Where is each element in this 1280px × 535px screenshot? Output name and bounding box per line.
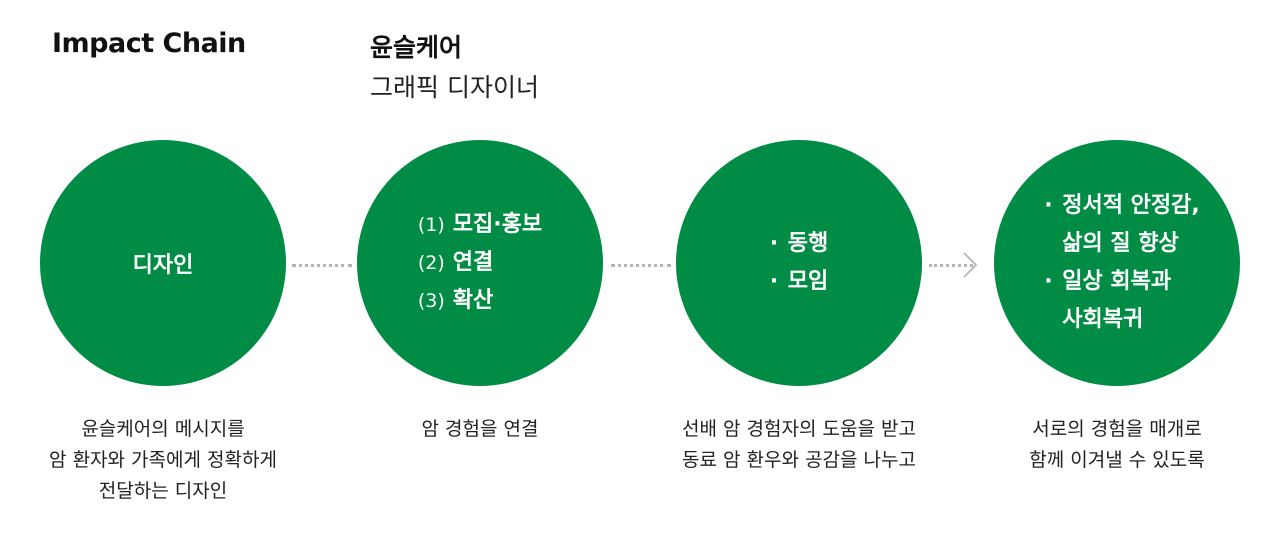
- stage-circle-activities: · 동행 · 모임: [676, 140, 922, 386]
- activity-item: · 모임: [770, 263, 828, 301]
- dotted-connector: [292, 264, 352, 267]
- stage-circle-steps: (1) 모집·홍보 (2) 연결 (3) 확산: [357, 140, 603, 386]
- outcome-text: 일상 회복과: [1062, 269, 1172, 294]
- description-line: 동료 암 환우와 공감을 나누고: [682, 449, 916, 471]
- step-text: 모집·홍보: [452, 212, 543, 237]
- description-line: 암 환자와 가족에게 정확하게: [49, 449, 277, 471]
- outcome-item-continued: 사회복귀: [1044, 301, 1199, 339]
- stage-description: 윤슬케어의 메시지를 암 환자와 가족에게 정확하게 전달하는 디자인: [3, 414, 323, 507]
- step-item: (1) 모집·홍보: [418, 206, 542, 244]
- stage-circle-outcomes: · 정서적 안정감, 삶의 질 향상 · 일상 회복과 사회복귀: [994, 140, 1240, 386]
- chevron-right-icon: [963, 252, 978, 278]
- outcome-item-continued: 삶의 질 향상: [1044, 225, 1199, 263]
- step-number: (2): [417, 252, 445, 274]
- dotted-connector: [929, 264, 973, 267]
- outcome-item: · 일상 회복과: [1044, 263, 1199, 301]
- stage-description: 선배 암 경험자의 도움을 받고 동료 암 환우와 공감을 나누고: [639, 414, 959, 476]
- outcome-text: 삶의 질 향상: [1062, 231, 1179, 256]
- step-list: (1) 모집·홍보 (2) 연결 (3) 확산: [418, 206, 542, 320]
- outcome-item: · 정서적 안정감,: [1044, 187, 1199, 225]
- page-title: Impact Chain: [52, 28, 246, 59]
- org-name: 윤슬케어: [370, 33, 463, 62]
- bullet-icon: ·: [769, 269, 779, 294]
- bullet-icon: ·: [1044, 269, 1053, 294]
- stage-circle-design: 디자인: [40, 140, 286, 386]
- outcome-list: · 정서적 안정감, 삶의 질 향상 · 일상 회복과 사회복귀: [1044, 187, 1199, 339]
- description-line: 전달하는 디자인: [98, 480, 228, 502]
- bullet-icon: ·: [1044, 193, 1053, 218]
- activity-text: 동행: [787, 231, 829, 256]
- description-line: 암 경험을 연결: [421, 418, 539, 440]
- step-item: (2) 연결: [418, 244, 542, 282]
- role-title: 그래픽 디자이너: [370, 73, 539, 102]
- stage-description: 암 경험을 연결: [320, 414, 640, 445]
- stage-description: 서로의 경험을 매개로 함께 이겨낼 수 있도록: [957, 414, 1277, 476]
- step-text: 연결: [452, 250, 494, 275]
- bullet-icon: ·: [769, 231, 779, 256]
- step-number: (1): [417, 214, 445, 236]
- step-text: 확산: [452, 288, 494, 313]
- description-line: 윤슬케어의 메시지를: [81, 418, 245, 440]
- activity-list: · 동행 · 모임: [770, 225, 828, 301]
- description-line: 함께 이겨낼 수 있도록: [1029, 449, 1205, 471]
- step-item: (3) 확산: [418, 282, 542, 320]
- stage-label: 디자인: [132, 253, 194, 278]
- dotted-connector: [611, 264, 671, 267]
- description-line: 서로의 경험을 매개로: [1032, 418, 1202, 440]
- description-line: 선배 암 경험자의 도움을 받고: [682, 418, 916, 440]
- activity-text: 모임: [787, 269, 829, 294]
- activity-item: · 동행: [770, 225, 828, 263]
- outcome-text: 정서적 안정감,: [1062, 193, 1200, 218]
- step-number: (3): [417, 290, 445, 312]
- outcome-text: 사회복귀: [1062, 307, 1144, 332]
